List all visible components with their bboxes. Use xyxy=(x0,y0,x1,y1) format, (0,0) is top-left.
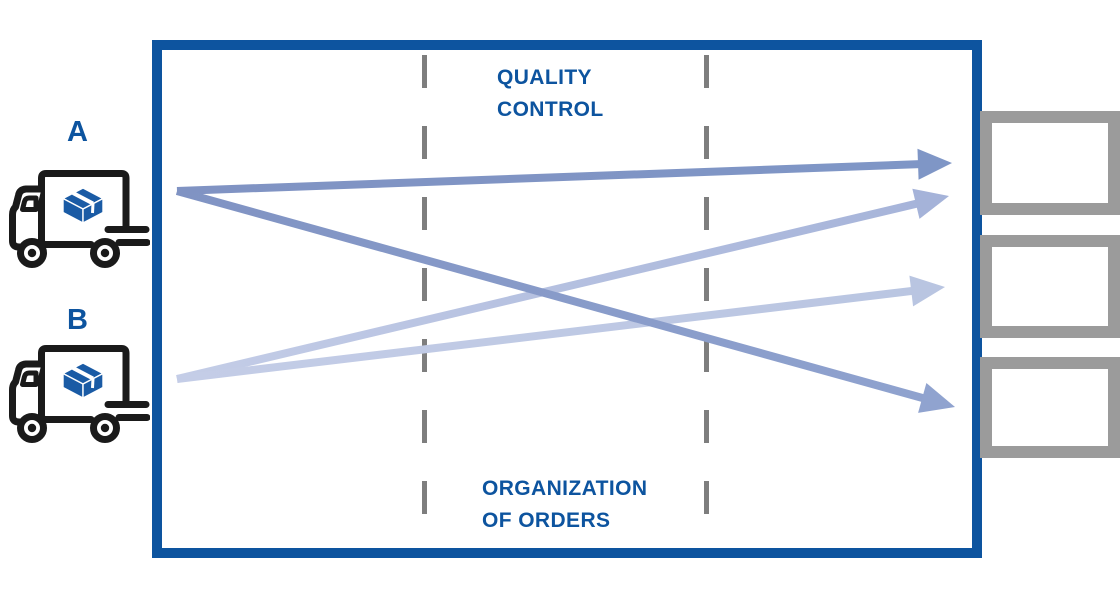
package-icon xyxy=(61,187,105,225)
zone-label-organization-of-orders: ORGANIZATION OF ORDERS xyxy=(482,473,647,537)
zone-bottom-line2: OF ORDERS xyxy=(482,509,611,532)
truck-b-label: B xyxy=(67,304,88,336)
truck-a xyxy=(5,165,151,268)
delivery-truck-icon xyxy=(9,170,151,268)
zone-label-quality-control: QUALITY CONTROL xyxy=(497,62,604,126)
outbound-slot-1 xyxy=(980,111,1120,215)
package-icon xyxy=(61,362,105,400)
truck-a-label: A xyxy=(67,116,88,148)
zone-bottom-line1: ORGANIZATION xyxy=(482,477,648,500)
delivery-truck-icon xyxy=(9,345,151,443)
dashed-divider-2 xyxy=(704,55,709,545)
zone-top-line1: QUALITY xyxy=(497,66,592,89)
outbound-slot-3 xyxy=(980,357,1120,458)
zone-top-line2: CONTROL xyxy=(497,98,604,121)
outbound-slot-2 xyxy=(980,235,1120,338)
dashed-divider-1 xyxy=(422,55,427,545)
truck-b xyxy=(5,340,151,443)
